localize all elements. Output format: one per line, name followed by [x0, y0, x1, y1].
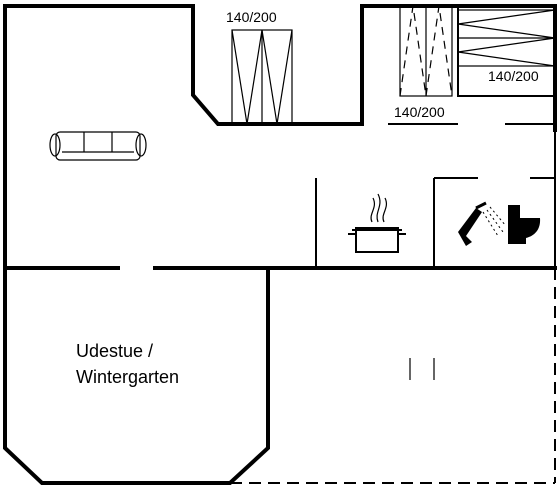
room-label-winter-garden-line1: Udestue / [76, 341, 153, 361]
bed-label-top-center: 140/200 [226, 9, 277, 25]
outer-walls [2, 4, 557, 485]
interior-walls [315, 6, 556, 268]
bed-label-top-right-horizontal: 140/200 [488, 68, 539, 84]
bed-label-top-right-vertical: 140/200 [394, 104, 445, 120]
toilet-icon [508, 205, 541, 244]
room-label-winter-garden-line2: Wintergarten [76, 367, 179, 387]
bed-top-right-vertical [399, 5, 453, 97]
bed-top-center [231, 29, 293, 125]
sofa-icon [49, 131, 147, 161]
terrace-marks [409, 358, 435, 380]
bed-top-right-horizontal [457, 9, 556, 67]
cooking-pot-icon [348, 193, 406, 253]
terrace-outline [230, 268, 556, 484]
shower-icon [458, 201, 507, 246]
